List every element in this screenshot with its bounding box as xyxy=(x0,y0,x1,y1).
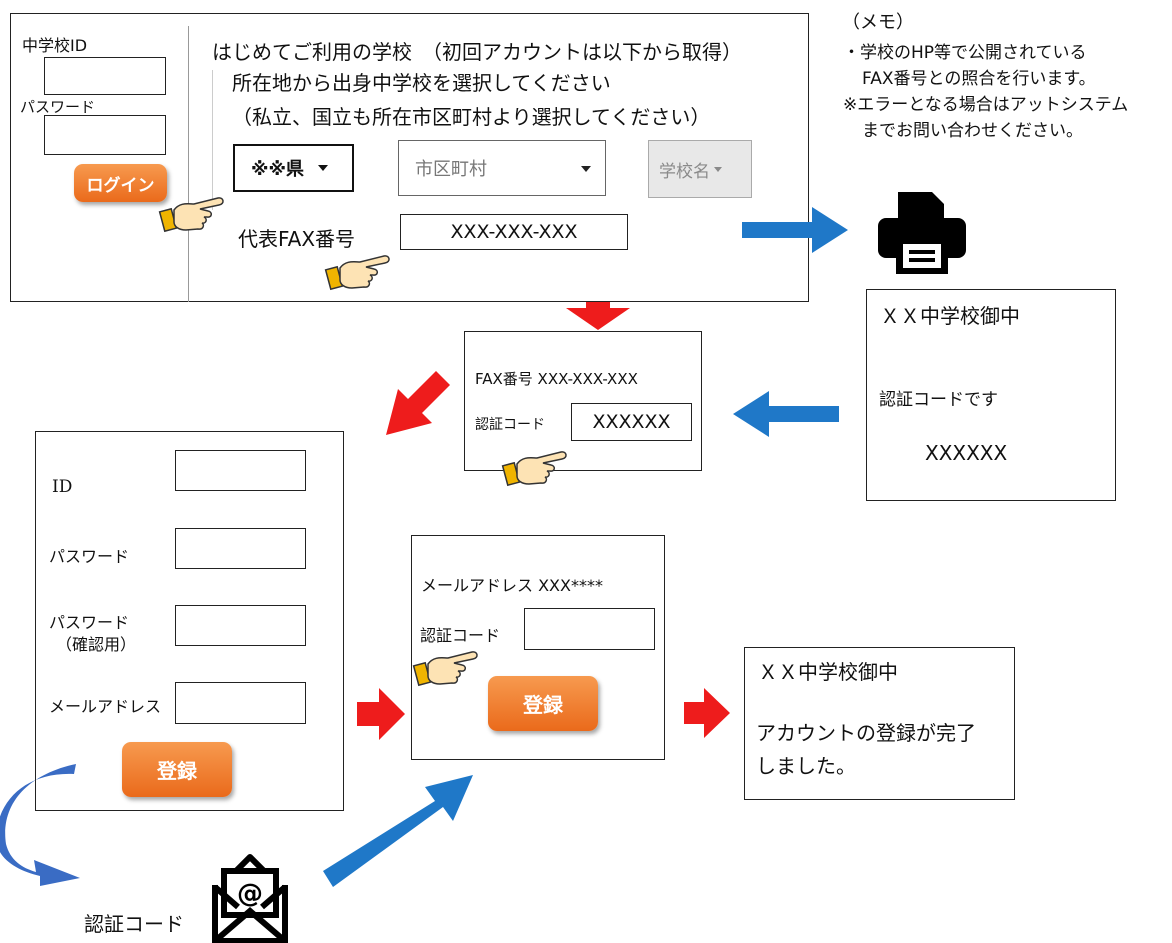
pointer-hand-icon xyxy=(324,255,390,291)
printer-icon xyxy=(878,192,966,274)
blue-arrow-right-icon xyxy=(742,207,848,253)
first-use-note: （私立、国立も所在市区町村より選択してください） xyxy=(232,105,711,129)
login-password-label: パスワード xyxy=(20,98,96,116)
note-bracket xyxy=(212,70,213,210)
blue-arrow-left-icon xyxy=(733,391,839,437)
memo-line-1: ・学校のHP等で公開されている xyxy=(843,43,1087,63)
fax-verify-code-label: 認証コード xyxy=(475,417,545,433)
first-use-title: はじめてご利用の学校 （初回アカウントは以下から取得） xyxy=(212,40,742,64)
city-placeholder: 市区町村 xyxy=(415,159,487,180)
fax-sheet-addressee: ＸＸ中学校御中 xyxy=(880,304,1020,328)
reg-id-label: ID xyxy=(52,477,73,497)
fax-verify-fax-label: FAX番号 XXX-XXX-XXX xyxy=(475,370,638,388)
red-arrow-down-left-icon xyxy=(386,371,450,435)
mail-icon: @ xyxy=(212,854,288,943)
city-caret-icon xyxy=(581,166,591,172)
prefecture-value: ※※県 xyxy=(251,159,304,180)
fax-number-value: XXX-XXX-XXX xyxy=(450,221,578,243)
school-caret-icon xyxy=(714,166,722,172)
school-placeholder: 学校名 xyxy=(659,161,710,182)
memo-line-3: ※エラーとなる場合はアットシステム xyxy=(843,95,1129,115)
red-arrow-right-icon xyxy=(684,688,730,738)
fax-verify-code-value: XXXXXX xyxy=(592,411,671,433)
reg-password-input[interactable] xyxy=(175,528,306,569)
pointer-hand-icon xyxy=(412,651,478,687)
fax-verify-code-field[interactable]: XXXXXX xyxy=(571,403,692,441)
memo-line-2: FAX番号との照合を行います。 xyxy=(862,69,1096,89)
completion-addressee: ＸＸ中学校御中 xyxy=(758,660,898,684)
pointer-hand-icon xyxy=(501,451,567,487)
memo-title: （メモ） xyxy=(842,12,914,33)
reg-id-input[interactable] xyxy=(175,450,306,491)
svg-text:@: @ xyxy=(237,879,263,909)
prefecture-caret-icon xyxy=(318,165,328,171)
pointer-hand-icon xyxy=(158,197,224,233)
completion-line-1: アカウントの登録が完了 xyxy=(756,721,976,745)
email-verify-code-label: 認証コード xyxy=(420,626,501,645)
reg-email-label: メールアドレス xyxy=(49,697,162,716)
school-id-input[interactable] xyxy=(44,57,166,95)
blue-arrow-up-right-icon xyxy=(323,775,473,887)
fax-label: 代表FAX番号 xyxy=(238,227,356,251)
completion-box xyxy=(744,647,1015,800)
reg-password-label: パスワード xyxy=(49,547,130,566)
red-arrow-down-icon xyxy=(566,302,630,330)
login-password-input[interactable] xyxy=(44,115,166,155)
school-select[interactable]: 学校名 xyxy=(648,140,752,198)
reg-password-confirm-input[interactable] xyxy=(175,605,306,646)
fax-number-field[interactable]: XXX-XXX-XXX xyxy=(400,214,628,250)
fax-sheet-message: 認証コードです xyxy=(879,390,998,410)
prefecture-select[interactable]: ※※県 xyxy=(233,144,354,192)
register-button[interactable]: 登録 xyxy=(122,742,232,797)
email-verify-code-input[interactable] xyxy=(524,608,655,650)
email-verify-email-label: メールアドレス XXX**** xyxy=(421,576,603,595)
mail-caption: 認証コード xyxy=(84,912,184,936)
reg-password-confirm-label: パスワード xyxy=(49,613,130,632)
reg-password-confirm-sub: （確認用） xyxy=(56,635,137,654)
memo-line-4: までお問い合わせください。 xyxy=(862,121,1083,141)
red-arrow-right-icon xyxy=(357,688,405,740)
login-button[interactable]: ログイン xyxy=(74,164,167,202)
fax-sheet-code: XXXXXX xyxy=(925,441,1008,465)
reg-email-input[interactable] xyxy=(175,682,306,724)
email-verify-register-button[interactable]: 登録 xyxy=(488,676,598,731)
completion-line-2: しました。 xyxy=(756,754,856,778)
fax-sheet xyxy=(866,289,1116,501)
panel-divider xyxy=(188,26,189,302)
fax-verify-box xyxy=(464,331,702,471)
blue-curved-arrow-icon xyxy=(0,764,80,886)
city-select[interactable]: 市区町村 xyxy=(398,140,606,196)
first-use-instruction: 所在地から出身中学校を選択してください xyxy=(232,71,611,95)
school-id-label: 中学校ID xyxy=(22,36,88,55)
